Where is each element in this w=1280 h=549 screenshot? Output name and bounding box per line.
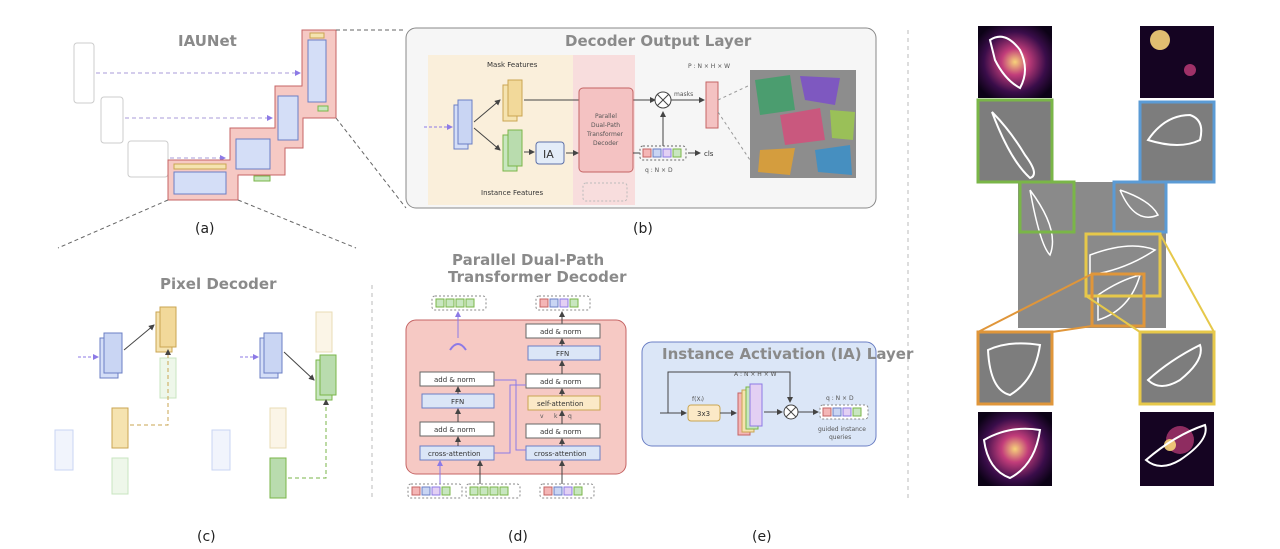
dual-path-title-1: Parallel Dual-Path [452, 251, 604, 269]
decoder-line-2: Dual-Path [591, 122, 620, 129]
guided-queries-1: guided instance [818, 426, 866, 433]
crop-blue [1138, 100, 1216, 184]
right-cross-attention: cross-attention [534, 450, 587, 458]
microscopy-panel [976, 26, 1216, 486]
a-shape: A : N × H × W [734, 371, 777, 378]
iaunet-title: IAUNet [178, 32, 237, 50]
qkv-k: k [554, 413, 558, 420]
decoder-line-3: Transformer [586, 131, 624, 138]
ia-label: IA [543, 148, 554, 161]
caption-a: (a) [195, 221, 215, 237]
right-ffn: FFN [556, 350, 569, 358]
dual-path-decoder-block [578, 87, 634, 173]
decoder-line-4: Decoder [593, 140, 619, 147]
panel-b-decoder-output: Decoder Output Layer Mask Features Insta… [405, 27, 877, 237]
query-shape: q : N × D [645, 167, 673, 174]
left-add-norm-mid: add & norm [434, 426, 476, 434]
right-add-norm-2: add & norm [540, 378, 582, 386]
guided-queries-2: queries [829, 434, 851, 441]
crop-yellow [1138, 330, 1216, 406]
conv-label: 3x3 [697, 410, 710, 418]
masks-label: masks [674, 91, 693, 98]
qkv-q: q [568, 413, 572, 420]
mask-shape: P : N × H × W [688, 63, 730, 70]
left-ffn: FFN [451, 398, 464, 406]
caption-b: (b) [633, 221, 653, 237]
caption-d: (d) [508, 529, 528, 545]
panel-e-ia-layer: Instance Activation (IA) Layer A : N × H… [641, 341, 914, 545]
left-add-norm-top: add & norm [434, 376, 476, 384]
right-add-norm-top: add & norm [540, 328, 582, 336]
decoder-line-1: Parallel [595, 113, 617, 120]
panel-a-iaunet: IAUNet (a) [57, 29, 407, 249]
qkv-v: v [540, 413, 544, 420]
panel-c-pixel-decoder: Pixel Decoder (c) [54, 275, 337, 545]
caption-c: (c) [197, 529, 216, 545]
fx-label: f(Xᵢ) [692, 396, 704, 403]
ia-block [535, 141, 565, 165]
ia-q-shape: q : N × D [826, 395, 854, 402]
right-add-norm-3: add & norm [540, 428, 582, 436]
dual-path-title-2: Transformer Decoder [448, 268, 627, 286]
instance-features-label: Instance Features [481, 189, 543, 197]
decoder-output-title: Decoder Output Layer [565, 32, 752, 50]
mask-features-label: Mask Features [487, 61, 538, 69]
panel-d-dual-path-decoder: Parallel Dual-Path Transformer Decoder a… [405, 251, 627, 545]
left-cross-attention: cross-attention [428, 450, 481, 458]
heatmap-top-left [978, 26, 1052, 98]
caption-e: (e) [752, 529, 772, 545]
pixel-decoder-title: Pixel Decoder [160, 275, 277, 293]
ia-layer-title: Instance Activation (IA) Layer [662, 345, 914, 363]
cls-label: cls [704, 150, 714, 158]
right-self-attention: self-attention [537, 400, 583, 408]
heatmap-bottom-left [978, 412, 1052, 486]
